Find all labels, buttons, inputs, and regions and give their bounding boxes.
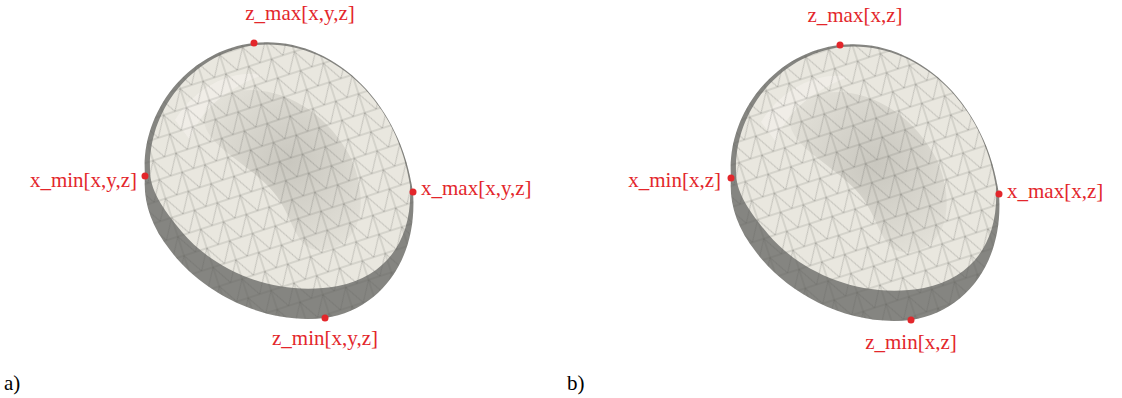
panel-label: b): [567, 371, 585, 395]
point-label: z_min[x,z]: [865, 330, 957, 354]
point-label: z_min[x,y,z]: [272, 326, 378, 350]
point-label: x_max[x,z]: [1007, 179, 1103, 203]
point-label: z_max[x,y,z]: [245, 1, 354, 25]
panel-label: a): [4, 371, 20, 395]
point-label: x_min[x,z]: [628, 168, 721, 192]
point-label: x_min[x,y,z]: [30, 168, 137, 192]
point-label: x_max[x,y,z]: [421, 176, 532, 200]
point-label: z_max[x,z]: [807, 3, 902, 27]
